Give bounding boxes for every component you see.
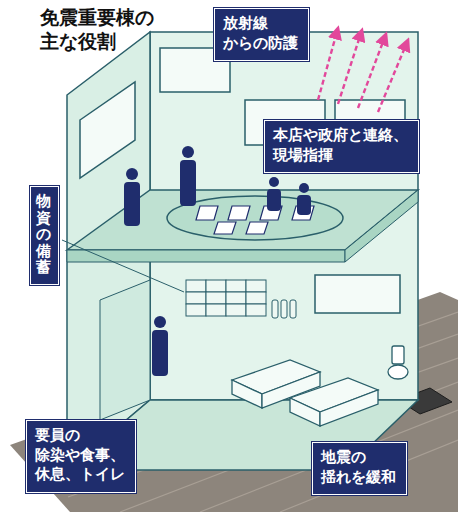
label-box: 放射線 からの防護 xyxy=(214,8,309,61)
vertical-label-box: 物資の備蓄 xyxy=(30,186,59,285)
building xyxy=(62,32,418,470)
label-text: 要員の 除染や食事、 休息、トイレ xyxy=(35,426,125,485)
label-text: 本店や政府と連絡、 現場指揮 xyxy=(273,126,408,165)
label-text: 地震の 揺れを緩和 xyxy=(321,448,396,487)
label-box: 本店や政府と連絡、 現場指揮 xyxy=(264,120,419,173)
label-box: 要員の 除染や食事、 休息、トイレ xyxy=(26,420,136,493)
title: 免震重要棟の 主な役割 xyxy=(40,6,154,54)
leader-line xyxy=(62,240,184,292)
label-text: 放射線 からの防護 xyxy=(223,14,298,53)
label-box: 地震の 揺れを緩和 xyxy=(312,442,407,495)
toilet-icon xyxy=(388,346,408,379)
label-text: 物資の備蓄 xyxy=(36,193,51,276)
radiation-arrow xyxy=(318,28,408,112)
